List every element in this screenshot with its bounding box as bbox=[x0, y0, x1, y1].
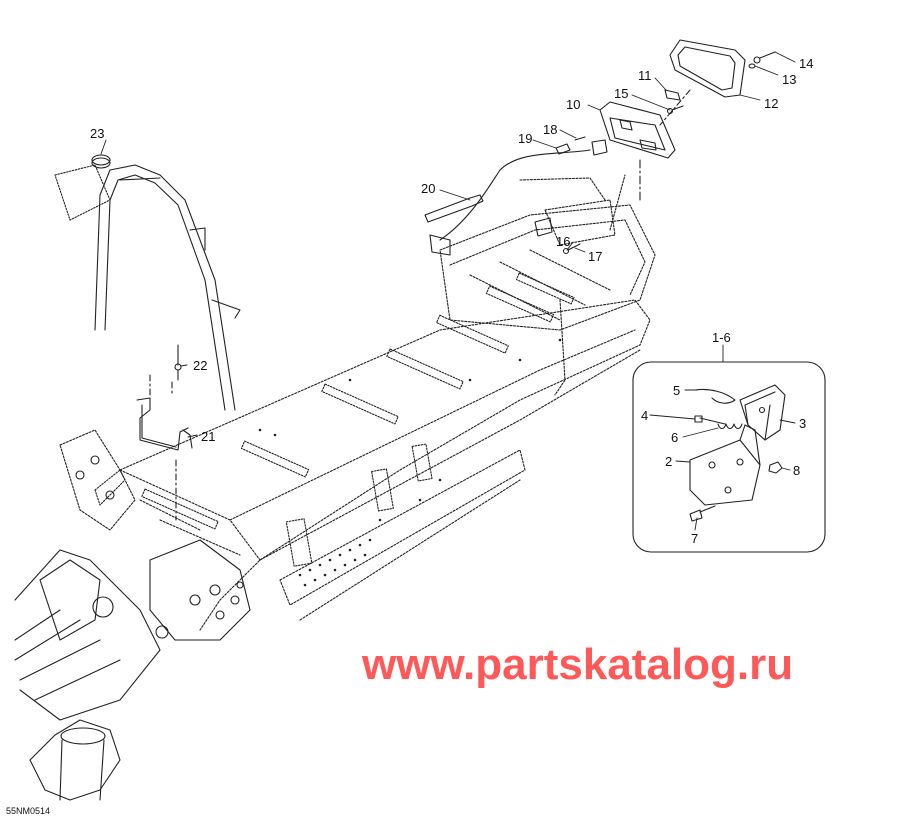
detail-inset-frame bbox=[632, 361, 826, 553]
callout-15: 15 bbox=[614, 86, 628, 101]
callout-13: 13 bbox=[782, 72, 796, 87]
callout-17: 17 bbox=[588, 249, 602, 264]
callout-5: 5 bbox=[673, 383, 680, 398]
tunnel-slots bbox=[141, 272, 575, 567]
callout-19: 19 bbox=[518, 131, 532, 146]
callout-14: 14 bbox=[799, 56, 813, 71]
callout-1-6: 1-6 bbox=[712, 330, 731, 345]
callout-16: 16 bbox=[556, 234, 570, 249]
hitch-detail bbox=[689, 384, 786, 522]
callout-4: 4 bbox=[641, 408, 648, 423]
callout-23: 23 bbox=[90, 126, 104, 141]
leader-lines bbox=[100, 51, 796, 531]
callout-8: 8 bbox=[793, 463, 800, 478]
callout-7: 7 bbox=[691, 531, 698, 546]
callout-6: 6 bbox=[671, 430, 678, 445]
watermark-text: www.partskatalog.ru bbox=[362, 640, 794, 689]
callout-21: 21 bbox=[201, 429, 215, 444]
callout-18: 18 bbox=[543, 122, 557, 137]
callout-2: 2 bbox=[665, 454, 672, 469]
reference-code: 55NM0514 bbox=[6, 806, 51, 816]
tunnel-frame bbox=[119, 299, 651, 631]
front-bumper-loop bbox=[54, 164, 241, 411]
callout-20: 20 bbox=[421, 181, 435, 196]
callout-11: 11 bbox=[638, 68, 652, 83]
rear-rack bbox=[439, 174, 656, 396]
tunnel-holes bbox=[258, 338, 562, 587]
callout-10: 10 bbox=[566, 97, 580, 112]
callout-22: 22 bbox=[193, 358, 207, 373]
callout-labels: 23 22 21 20 19 18 17 16 15 14 13 12 11 1… bbox=[90, 56, 813, 546]
front-bulkhead bbox=[14, 429, 251, 801]
taillight-assembly bbox=[424, 39, 776, 256]
callout-3: 3 bbox=[799, 416, 806, 431]
grommet-23 bbox=[91, 154, 111, 169]
callout-12: 12 bbox=[764, 96, 778, 111]
bracket-21 bbox=[136, 344, 193, 521]
